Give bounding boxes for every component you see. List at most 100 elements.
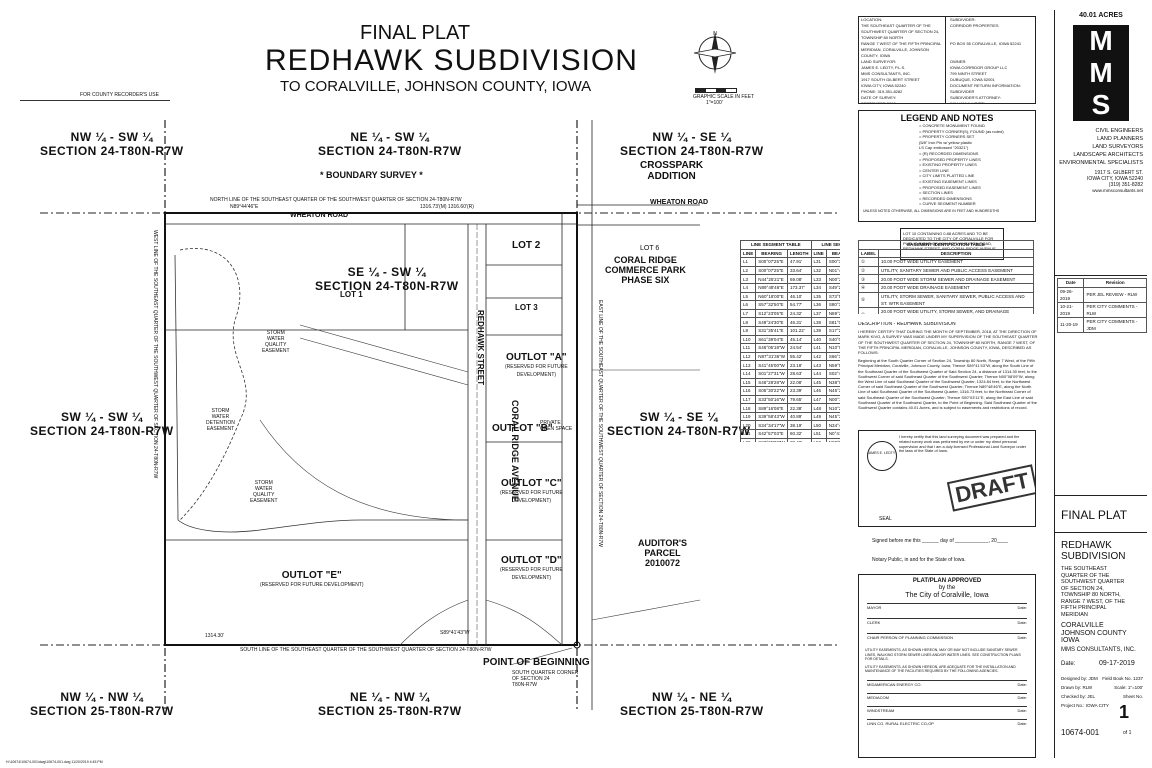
- legend-item: = EXISTING EASEMENT LINES: [919, 178, 977, 184]
- table-cell: L31: [810, 257, 827, 267]
- utility-signature-row: MIDAMERICAN ENERGY CO.Date:: [867, 679, 1027, 687]
- south-distance: 1314.30': [205, 633, 225, 639]
- line-table-header: BEARING: [825, 248, 840, 259]
- table-cell: S46°05'18"W: [755, 343, 789, 353]
- info-row: LOCATION:SUBDIVIDER:: [859, 17, 1035, 23]
- wheaton-road-label: WHEATON ROAD: [290, 212, 349, 219]
- table-cell: L8: [740, 317, 757, 327]
- info-cell: DOCUMENT RETURN INFORMATION:: [950, 83, 1021, 88]
- table-cell: N34°48'53"E: [825, 420, 840, 431]
- info-cell: IOWA CORRIDOR GROUP LLC: [950, 65, 1008, 70]
- title-desc-line: MERIDIAN: [1061, 611, 1088, 618]
- table-cell: N10°25'41"E: [825, 403, 840, 413]
- info-cell: OWNER:: [950, 59, 967, 64]
- lot-3-label: LOT 3: [515, 303, 538, 312]
- table-cell: S49°24'30"E: [755, 317, 789, 327]
- utility-name: WINDSTREAM: [867, 707, 895, 713]
- legend-item: LS Cap embossed "20321"): [919, 145, 969, 151]
- legend-panel: LEGEND AND NOTES = CONCRETE MONUMENT FOU…: [858, 110, 1036, 222]
- legend-item: = PROPERTY CORNER(S), FOUND (as noted): [919, 128, 1004, 134]
- table-cell: 20.00 FOOT WIDE DRAINAGE EASEMENT: [878, 282, 1034, 293]
- website[interactable]: www.mmsconsultants.net: [1092, 188, 1143, 193]
- table-cell: N45°24'11"W: [825, 386, 840, 396]
- north-distance: 1316.73'(M) 1316.60'(R): [420, 204, 474, 210]
- table-cell: ②: [858, 265, 879, 276]
- table-cell: 28.49': [787, 437, 812, 442]
- table-cell: 20.00 FOOT WIDE UTILITY, STORM SEWER, AN…: [878, 306, 1034, 314]
- legend-item: = CONCRETE MONUMENT FOUND: [919, 123, 985, 128]
- table-cell: N00°57'11"W: [825, 437, 840, 442]
- info-cell: MMS CONSULTANTS, INC.: [861, 71, 911, 76]
- title-county-line: JOHNSON COUNTY: [1061, 629, 1127, 637]
- utility-date-label: Date:: [1017, 707, 1027, 713]
- table-cell: 24.54': [787, 343, 812, 353]
- address-line: IOWA CITY, IOWA 52240: [1087, 176, 1143, 182]
- table-cell: L20: [740, 420, 757, 431]
- table-cell: S41°45'00"W: [755, 360, 789, 370]
- table-cell: L44: [810, 368, 827, 379]
- table-cell: S66°37'37"W: [825, 351, 840, 362]
- table-row: ⑥20.00 FOOT WIDE UTILITY, STORM SEWER, A…: [858, 306, 1034, 314]
- table-cell: 47.91': [787, 257, 812, 267]
- table-cell: 55.42': [787, 351, 812, 362]
- utility-name: MIDAMERICAN ENERGY CO.: [867, 681, 922, 687]
- service-line: LAND PLANNERS: [1097, 136, 1143, 142]
- table-cell: S00°07'25"E: [755, 265, 789, 276]
- legend-item: = PROPERTY CORNERS SET: [919, 134, 975, 140]
- info-block: LOCATION:SUBDIVIDER:THE SOUTHEAST QUARTE…: [858, 16, 1036, 104]
- table-cell: ⑥: [858, 306, 879, 314]
- table-cell: S89°16'08"E: [755, 403, 789, 413]
- graphic-scale-label: GRAPHIC SCALE IN FEET: [693, 94, 755, 100]
- table-cell: L16: [740, 386, 757, 396]
- table-cell: 28.63': [787, 368, 812, 379]
- north-line-label: NORTH LINE OF THE SOUTHEAST QUARTER OF T…: [210, 197, 462, 203]
- south-line-label: SOUTH LINE OF THE SOUTHEAST QUARTER OF T…: [240, 647, 492, 653]
- table-cell: L42: [810, 351, 827, 362]
- legend-item: = CENTER LINE: [919, 167, 949, 173]
- title-county-line: CORALVILLE: [1061, 622, 1104, 629]
- title-desc-line: OF SECTION 24,: [1061, 585, 1104, 592]
- south-bearing: S89°41'43"W: [440, 630, 470, 636]
- table-cell: S01°27'31"W: [755, 368, 789, 379]
- info-cell: SUBDIVIDER:: [950, 17, 976, 22]
- service-line: ENVIRONMENTAL SPECIALISTS: [1059, 160, 1143, 166]
- table-cell: L12: [740, 351, 757, 362]
- table-cell: 101.22': [787, 325, 812, 336]
- sheet-date: Date: 09-17-2019: [1061, 660, 1135, 667]
- outlot-b-label: OUTLOT "B": [492, 423, 553, 434]
- table-cell: 40.89': [787, 411, 812, 422]
- table-cell: 20.00 FOOT WIDE STORM SEWER AND DRAINAGE…: [878, 274, 1034, 284]
- redhawk-street-label: REDHAWK STREET: [476, 310, 485, 386]
- info-row: JAMES E. LEDTY, P.L.S.IOWA CORRIDOR GROU…: [859, 65, 1035, 71]
- table-cell: S57°32'50"E: [755, 300, 789, 310]
- draft-stamp: DRAFT: [946, 464, 1035, 512]
- table-cell: S31°35'41"E: [755, 325, 789, 336]
- plat-title-line2: REDHAWK SUBDIVISION: [265, 44, 638, 77]
- certification-block: I hereby certify that this land surveyin…: [858, 430, 1036, 527]
- table-cell: S00°39'11"W: [825, 257, 840, 267]
